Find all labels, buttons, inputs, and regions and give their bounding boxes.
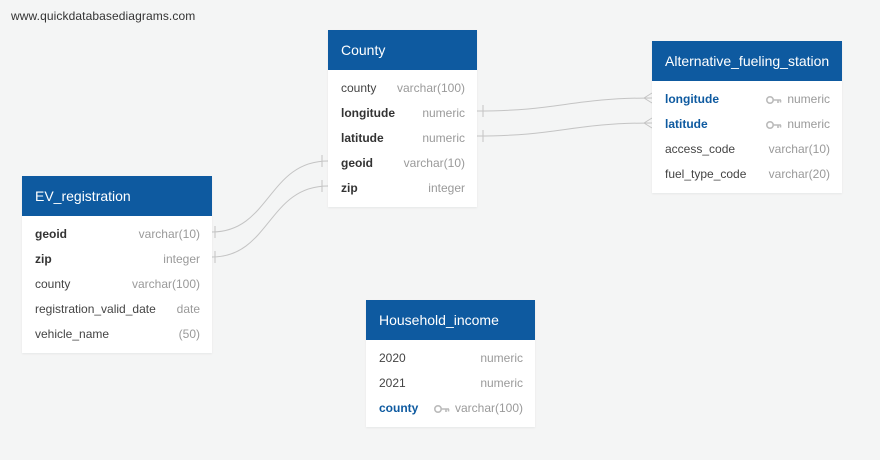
- field-name: county: [35, 277, 71, 291]
- field-row-zip[interactable]: zip integer: [328, 176, 477, 201]
- connector-ev-geoid-county-geoid: [211, 160, 329, 233]
- field-name: access_code: [665, 142, 736, 156]
- key-icon: [433, 404, 450, 413]
- field-type: (50): [178, 327, 200, 341]
- connector-county-longitude-station-longitude: [476, 97, 653, 112]
- field-type: varchar(10): [403, 156, 465, 170]
- field-type: numeric: [480, 376, 523, 390]
- crowfoot: [643, 92, 653, 104]
- connector-county-latitude-station-latitude: [476, 122, 653, 137]
- field-row-geoid[interactable]: geoid varchar(10): [22, 222, 212, 247]
- field-name: geoid: [341, 156, 373, 170]
- field-row-county[interactable]: county varchar(100): [328, 76, 477, 101]
- field-name: longitude: [341, 106, 395, 120]
- table-title[interactable]: Alternative_fueling_station: [652, 41, 842, 81]
- table-title[interactable]: EV_registration: [22, 176, 212, 216]
- field-name: fuel_type_code: [665, 167, 747, 181]
- field-row-2021[interactable]: 2021 numeric: [366, 371, 535, 396]
- field-type: varchar(20): [768, 167, 830, 181]
- table-household-income[interactable]: Household_income 2020 numeric 2021 numer…: [366, 300, 535, 427]
- key-icon: [766, 95, 782, 104]
- field-type: numeric: [787, 117, 830, 131]
- field-name: latitude: [341, 131, 384, 145]
- field-name: 2021: [379, 376, 406, 390]
- field-name: zip: [341, 181, 358, 195]
- field-row-county[interactable]: county varchar(100): [22, 272, 212, 297]
- field-row-longitude[interactable]: longitude numeric: [328, 101, 477, 126]
- field-type: numeric: [422, 106, 465, 120]
- field-type: numeric: [787, 92, 830, 106]
- field-row-geoid[interactable]: geoid varchar(10): [328, 151, 477, 176]
- field-name: county: [341, 81, 377, 95]
- field-type: integer: [163, 252, 200, 266]
- table-title[interactable]: Household_income: [366, 300, 535, 340]
- connector-ev-zip-county-zip: [211, 185, 329, 258]
- field-row-2020[interactable]: 2020 numeric: [366, 346, 535, 371]
- field-name: zip: [35, 252, 52, 266]
- field-name: latitude: [665, 117, 708, 131]
- watermark[interactable]: www.quickdatabasediagrams.com: [11, 9, 196, 23]
- field-type: varchar(10): [768, 142, 830, 156]
- field-type: varchar(100): [454, 401, 523, 415]
- field-type: numeric: [422, 131, 465, 145]
- crowfoot: [643, 117, 653, 129]
- field-name: longitude: [665, 92, 719, 106]
- field-row-latitude[interactable]: latitude numeric: [328, 126, 477, 151]
- field-row-latitude[interactable]: latitude numeric: [652, 112, 842, 137]
- field-type: numeric: [480, 351, 523, 365]
- field-row-vehicle-name[interactable]: vehicle_name (50): [22, 322, 212, 347]
- field-row-county[interactable]: county varchar(100): [366, 396, 535, 421]
- field-type: varchar(100): [131, 277, 200, 291]
- field-row-access-code[interactable]: access_code varchar(10): [652, 137, 842, 162]
- field-type: varchar(100): [396, 81, 465, 95]
- field-name: 2020: [379, 351, 406, 365]
- field-type: integer: [428, 181, 465, 195]
- field-row-registration-valid-date[interactable]: registration_valid_date date: [22, 297, 212, 322]
- field-name: county: [379, 401, 419, 415]
- field-type: varchar(10): [138, 227, 200, 241]
- field-row-zip[interactable]: zip integer: [22, 247, 212, 272]
- table-title[interactable]: County: [328, 30, 477, 70]
- field-name: registration_valid_date: [35, 302, 156, 316]
- table-ev-registration[interactable]: EV_registration geoid varchar(10) zip in…: [22, 176, 212, 353]
- field-type: date: [176, 302, 200, 316]
- table-alternative-fueling-station[interactable]: Alternative_fueling_station longitude nu…: [652, 41, 842, 193]
- table-county[interactable]: County county varchar(100) longitude num…: [328, 30, 477, 207]
- key-icon: [766, 120, 782, 129]
- field-name: geoid: [35, 227, 67, 241]
- field-row-longitude[interactable]: longitude numeric: [652, 87, 842, 112]
- field-name: vehicle_name: [35, 327, 110, 341]
- field-row-fuel-type-code[interactable]: fuel_type_code varchar(20): [652, 162, 842, 187]
